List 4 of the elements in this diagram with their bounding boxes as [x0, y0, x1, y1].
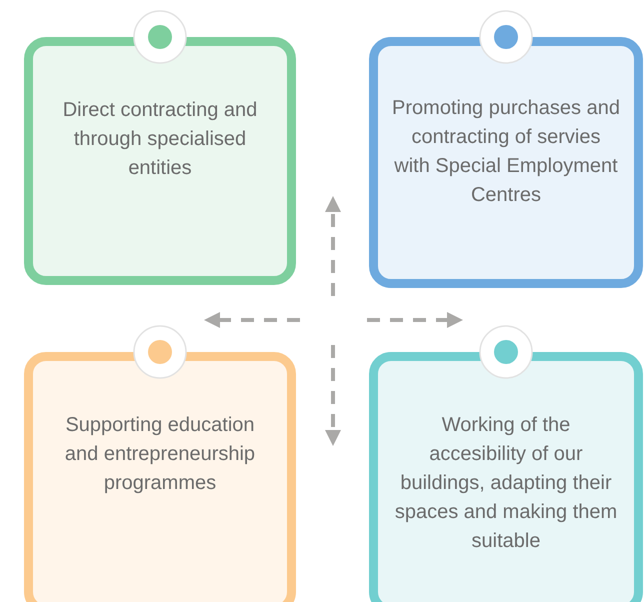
card-text: Promoting purchases and contracting of servies with Special Employment Centres — [392, 96, 620, 208]
card-text: Supporting education and entrepreneurship programmes — [64, 413, 256, 496]
card-text: Direct contracting and through specialised entities — [62, 98, 258, 181]
card-text: Working of the accesibility of our buildings, adapting their spaces and making them suitable — [394, 413, 618, 554]
